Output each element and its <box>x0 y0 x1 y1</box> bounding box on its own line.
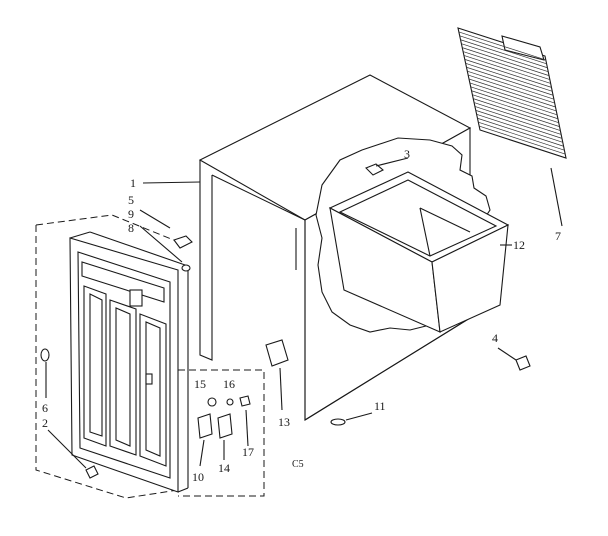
diagram-code: C5 <box>292 459 304 470</box>
callout-3: 3 <box>404 147 410 161</box>
grille-slat <box>469 82 557 112</box>
grille-slat <box>462 51 550 80</box>
callout-14: 14 <box>218 461 230 475</box>
callout-2: 2 <box>42 416 48 430</box>
callout-9: 9 <box>128 207 134 221</box>
callout-7: 7 <box>555 229 561 243</box>
rear-grille <box>457 27 567 227</box>
callout-12: 12 <box>513 238 525 252</box>
leader-lines <box>45 157 517 469</box>
callout-1: 1 <box>130 176 136 190</box>
grille-slat <box>458 31 546 61</box>
callout-4: 4 <box>492 331 498 345</box>
grille-slat <box>466 66 554 96</box>
grille-slat <box>460 39 548 69</box>
grille-slat <box>468 78 556 108</box>
callout-8: 8 <box>128 221 134 235</box>
callout-5: 5 <box>128 193 134 207</box>
grille-slat <box>471 90 559 120</box>
small-parts <box>40 235 531 479</box>
grille-slat <box>461 43 549 73</box>
grille-slat <box>468 74 555 104</box>
callout-16: 16 <box>223 377 235 391</box>
grille-slat <box>472 94 559 124</box>
grille-slat <box>463 55 551 84</box>
front-panel <box>35 214 265 499</box>
callout-6: 6 <box>42 401 48 415</box>
grille-slat <box>473 98 560 127</box>
grille-slat <box>479 125 566 155</box>
grille-slat <box>478 121 565 151</box>
base-pan <box>328 171 510 333</box>
grille-slat <box>464 59 552 88</box>
grille-slat <box>465 62 553 92</box>
grille-slat <box>470 86 558 116</box>
callout-17: 17 <box>242 445 254 459</box>
callout-15: 15 <box>194 377 206 391</box>
grille-slat <box>476 113 563 143</box>
grille-slat <box>467 70 554 100</box>
callout-11: 11 <box>374 399 386 413</box>
callout-10: 10 <box>192 470 204 484</box>
grille-slat <box>473 102 561 131</box>
grille-slat <box>459 35 547 65</box>
grille-slat <box>474 106 562 135</box>
callout-labels: 1 2 3 4 5 6 7 8 9 10 11 12 13 14 15 16 1… <box>42 147 561 484</box>
clip-part <box>365 163 384 176</box>
grille-slat <box>475 110 563 139</box>
callout-13: 13 <box>278 415 290 429</box>
grille-slat <box>462 47 550 76</box>
grille-slat <box>477 117 564 147</box>
